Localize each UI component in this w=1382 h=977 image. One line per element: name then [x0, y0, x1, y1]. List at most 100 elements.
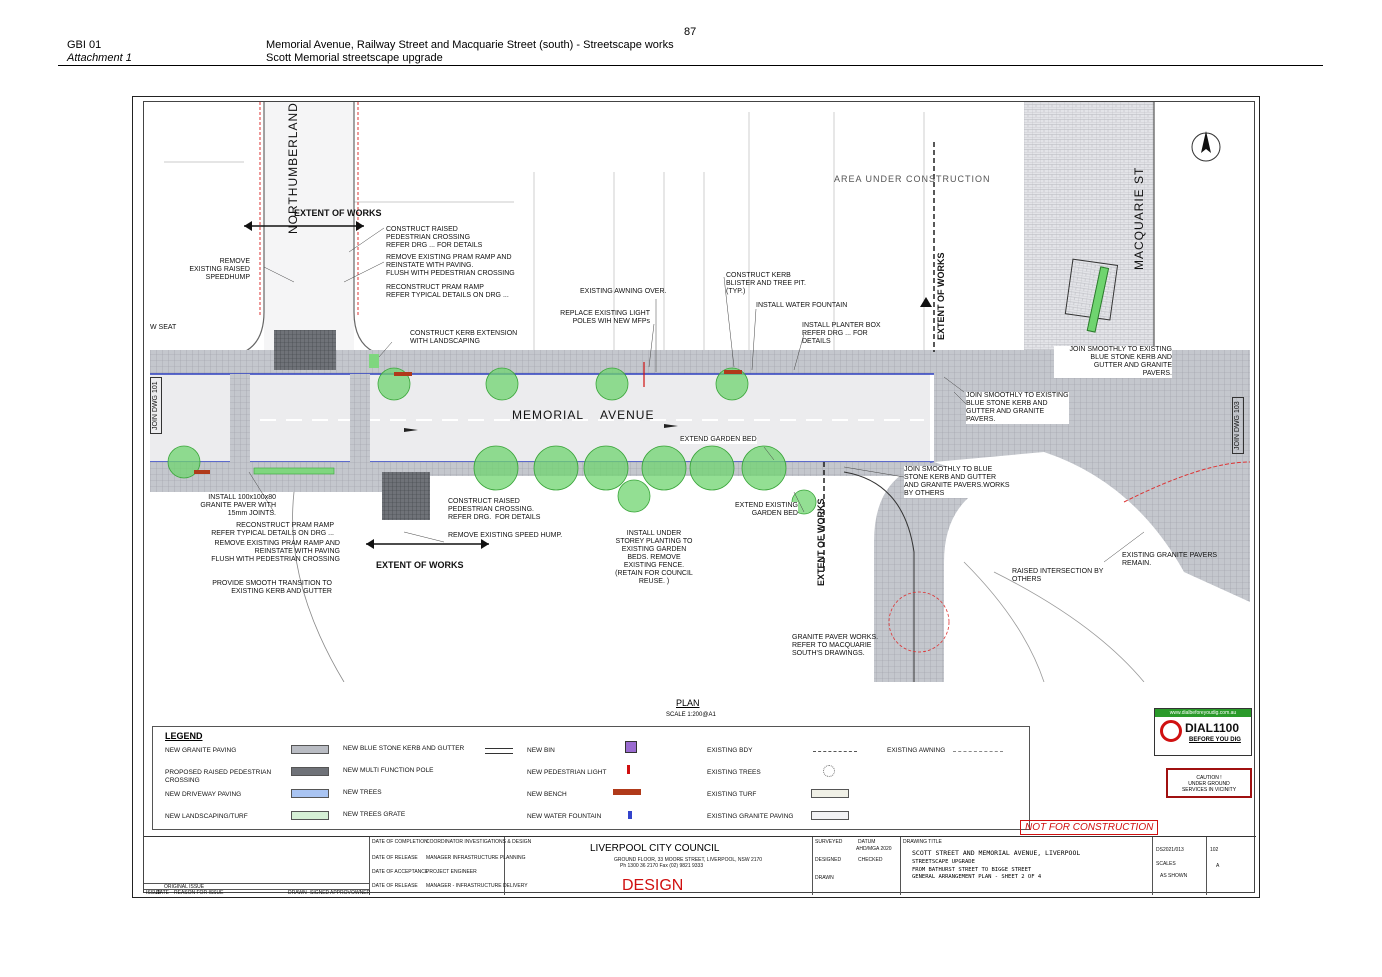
note-remove-pram-bottom: REMOVE EXISTING PRAM RAMP AND REINSTATE … — [211, 540, 340, 563]
caution-text: CAUTION ! UNDER GROUND SERVICES IN VICIN… — [1181, 775, 1237, 793]
tb-dwg-no: 102 — [1210, 847, 1219, 853]
legend-ex-awning: EXISTING AWNING — [887, 747, 946, 754]
tb-date-release: DATE OF RELEASE — [372, 855, 418, 861]
header-code: GBI 01 — [67, 39, 102, 51]
fountain-icon — [628, 811, 632, 819]
legend-bin: NEW BIN — [527, 747, 555, 754]
join-dwg-103: JOIN DWG 103 — [1232, 397, 1244, 454]
note-join-right-top: JOIN SMOOTHLY TO EXISTING BLUE STONE KER… — [1054, 346, 1172, 378]
note-kerb-blister: CONSTRUCT KERB BLISTER AND TREE PIT. (TY… — [726, 272, 807, 295]
note-reconstruct-pram-top: RECONSTRUCT PRAM RAMP REFER TYPICAL DETA… — [386, 284, 509, 299]
join-dwg-101: JOIN DWG 101 — [150, 377, 162, 434]
extent-bottom-right: EXTENT OF WORKS — [816, 498, 826, 587]
dial-tagline: BEFORE YOU DIG — [1189, 737, 1241, 743]
note-remove-pram-top: REMOVE EXISTING PRAM RAMP AND REINSTATE … — [386, 254, 515, 277]
legend-bluestone-swatch — [485, 748, 513, 754]
legend-box: LEGEND NEW GRANITE PAVING PROPOSED RAISE… — [152, 726, 1030, 830]
drawing-frame: NORTHUMBERLAND MACQUARIE ST MEMORIAL AVE… — [143, 101, 1256, 896]
tb-surveyed: SURVEYED — [815, 839, 843, 845]
note-existing-granite: EXISTING GRANITE PAVERS REMAIN. — [1122, 552, 1218, 567]
dial-badge: www.dialbeforeyoudig.com.au DIAL1100 BEF… — [1154, 708, 1252, 756]
tb-date-release-2: DATE OF RELEASE — [372, 883, 418, 889]
legend-bluestone: NEW BLUE STONE KERB AND GUTTER — [343, 745, 465, 752]
rev-approv-col: APPROV — [330, 890, 351, 896]
note-extend-existing-garden: EXTEND EXISTING GARDEN BED — [714, 502, 798, 518]
raised-crossing-bottom — [382, 472, 430, 520]
header-rule — [58, 65, 1323, 66]
dial-site: www.dialbeforeyoudig.com.au — [1155, 709, 1251, 717]
memorial-road — [150, 374, 930, 462]
area-under-construction: AREA UNDER CONSTRUCTION — [834, 174, 991, 184]
legend-trees-grate: NEW TREES GRATE — [343, 811, 406, 818]
project-line4: GENERAL ARRANGEMENT PLAN - SHEET 2 OF 4 — [912, 874, 1042, 880]
caution-box: CAUTION ! UNDER GROUND SERVICES IN VICIN… — [1166, 768, 1252, 798]
note-granite-works: GRANITE PAVER WORKS. REFER TO MACQUARIE … — [792, 634, 879, 657]
rev-drawn-col: DRAWN — [288, 890, 307, 896]
trees-south — [167, 445, 817, 515]
bin-icon — [625, 741, 637, 753]
legend-light: NEW PEDESTRIAN LIGHT — [527, 769, 607, 776]
note-light-poles: REPLACE EXISTING LIGHT POLES WIH NEW MFP… — [560, 310, 650, 325]
legend-bench: NEW BENCH — [527, 791, 567, 798]
note-remove-speed-hump: REMOVE EXISTING SPEED HUMP. — [448, 532, 563, 539]
header-subtitle: Scott Memorial streetscape upgrade — [266, 52, 443, 64]
note-smooth-transition: PROVIDE SMOOTH TRANSITION TO EXISTING KE… — [212, 580, 332, 595]
legend-driveway: NEW DRIVEWAY PAVING — [165, 791, 242, 798]
tb-scale: AS SHOWN — [1160, 873, 1188, 879]
project-line2: STREETSCAPE UPGRADE — [912, 859, 975, 865]
council-address: GROUND FLOOR, 33 MOORE STREET, LIVERPOOL… — [614, 857, 763, 863]
tb-scales-label: SCALES — [1156, 861, 1176, 867]
no-dig-icon — [1160, 720, 1182, 742]
project-line1: SCOTT STREET AND MEMORIAL AVENUE, LIVERP… — [912, 849, 1081, 857]
note-raised-intersection: RAISED INTERSECTION BY OTHERS — [1012, 568, 1104, 583]
legend-title: LEGEND — [165, 731, 203, 741]
note-extend-garden: EXTEND GARDEN BED — [680, 436, 757, 444]
legend-boy: EXISTING BDY — [707, 747, 753, 754]
plan-drawing — [150, 102, 1251, 682]
legend-granite-swatch — [291, 745, 329, 754]
note-kerb-extension: CONSTRUCT KERB EXTENSION WITH LANDSCAPIN… — [410, 330, 518, 345]
legend-raised: PROPOSED RAISED PEDESTRIAN CROSSING — [165, 769, 272, 784]
tb-datum-val: AHD/MGA 2020 — [856, 846, 892, 852]
legend-ex-granite: EXISTING GRANITE PAVING — [707, 813, 794, 820]
rev-issue-col: ISSUE — [146, 890, 162, 896]
note-water-fountain: INSTALL WATER FOUNTAIN — [756, 302, 848, 309]
tb-proj-eng: PROJECT ENGINEER — [426, 869, 477, 875]
note-join-mid: JOIN SMOOTHLY TO EXISTING BLUE STONE KER… — [966, 392, 1069, 424]
legend-ex-trees-icon — [823, 765, 835, 777]
extent-bottom-left: EXTENT OF WORKS — [376, 560, 464, 570]
note-reconstruct-pram-bottom: RECONSTRUCT PRAM RAMP REFER TYPICAL DETA… — [211, 522, 334, 537]
legend-driveway-swatch — [291, 789, 329, 798]
note-join-blue: JOIN SMOOTHLY TO BLUE STONE KERB AND GUT… — [904, 466, 1010, 498]
legend-ex-turf: EXISTING TURF — [707, 791, 757, 798]
rev-signed-col: SIGNED — [310, 890, 330, 896]
note-under-storey: INSTALL UNDER STOREY PLANTING TO EXISTIN… — [615, 530, 693, 585]
not-for-construction: NOT FOR CONSTRUCTION — [1020, 820, 1159, 835]
property-lines — [164, 112, 925, 352]
tb-mgr-delivery: MANAGER - INFRASTRUCTURE DELIVERY — [426, 883, 528, 889]
tb-date-acceptance: DATE OF ACCEPTANCE — [372, 869, 429, 875]
raised-crossing-top — [274, 330, 336, 370]
tb-coord: COORDINATOR INVESTIGATIONS & DESIGN — [426, 839, 532, 845]
header-attachment: Attachment 1 — [67, 52, 132, 64]
legend-ex-granite-swatch — [811, 811, 849, 820]
legend-raised-swatch — [291, 767, 329, 776]
legend-landscape: NEW LANDSCAPING/TURF — [165, 813, 248, 820]
legend-boy-swatch — [813, 751, 857, 752]
page-number: 87 — [684, 26, 697, 38]
header-title: Memorial Avenue, Railway Street and Macq… — [266, 39, 674, 51]
light-icon — [627, 765, 630, 774]
street-memorial: MEMORIAL — [512, 408, 585, 422]
tb-designed: DESIGNED — [815, 857, 842, 863]
legend-landscape-swatch — [291, 811, 329, 820]
bench-icon — [613, 789, 641, 795]
note-awning: EXISTING AWNING OVER. — [580, 288, 667, 295]
legend-trees: NEW TREES — [343, 789, 382, 796]
drawing-sheet: NORTHUMBERLAND MACQUARIE ST MEMORIAL AVE… — [132, 96, 1260, 898]
council-phone: Ph 1300 36 2170 Fax (02) 9821 9333 — [620, 863, 704, 869]
legend-ex-awning-swatch — [953, 751, 1003, 752]
extent-top-right: EXTENT OF WORKS — [936, 252, 946, 341]
tb-drawn: DRAWN — [815, 875, 834, 881]
extent-top-left: EXTENT OF WORKS — [294, 208, 382, 218]
note-granite-paver: INSTALL 100x100x80 GRANITE PAVER WITH 15… — [200, 494, 276, 517]
